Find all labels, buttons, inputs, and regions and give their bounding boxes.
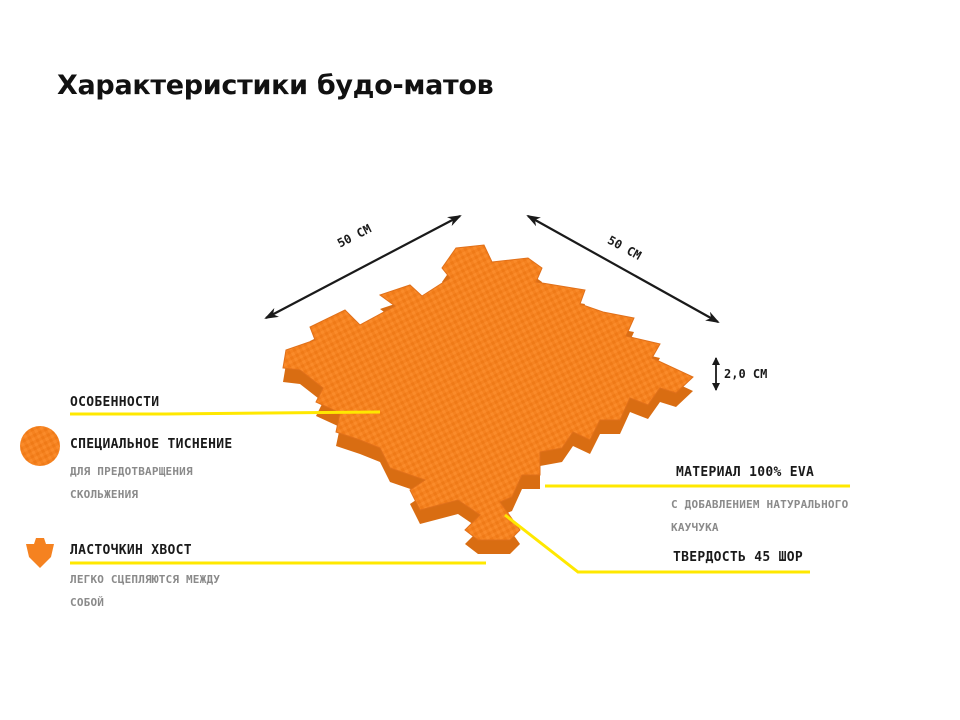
dovetail-icon — [26, 538, 54, 568]
material-label: МАТЕРИАЛ 100% EVA — [676, 465, 815, 480]
length-left-arrow — [264, 215, 462, 319]
length-right-arrow — [526, 215, 720, 323]
dovetail-description: ЛЕГКО СЦЕПЛЯЮТСЯ МЕЖДУ СОБОЙ — [70, 573, 221, 609]
callout-line-features — [70, 410, 381, 416]
dovetail-label: ЛАСТОЧКИН ХВОСТ — [70, 543, 192, 558]
thickness-label: 2,0 СМ — [724, 367, 768, 381]
page-title: Характеристики будо-матов — [57, 70, 494, 101]
callout-line-hardness — [504, 513, 810, 574]
features-heading: ОСОБЕННОСТИ — [70, 395, 160, 410]
mat-top — [282, 244, 694, 541]
material-description: С ДОБАВЛЕНИЕМ НАТУРАЛЬНОГО КАУЧУКА — [671, 498, 849, 534]
embossing-description: ДЛЯ ПРЕДОТВАРЩЕНИЯ СКОЛЬЖЕНИЯ — [70, 465, 193, 501]
hardness-label: ТВЕРДОСТЬ 45 ШОР — [673, 550, 804, 565]
embossing-label: СПЕЦИАЛЬНОЕ ТИСНЕНИЕ — [70, 437, 233, 452]
orange-circle-icon — [20, 426, 60, 466]
